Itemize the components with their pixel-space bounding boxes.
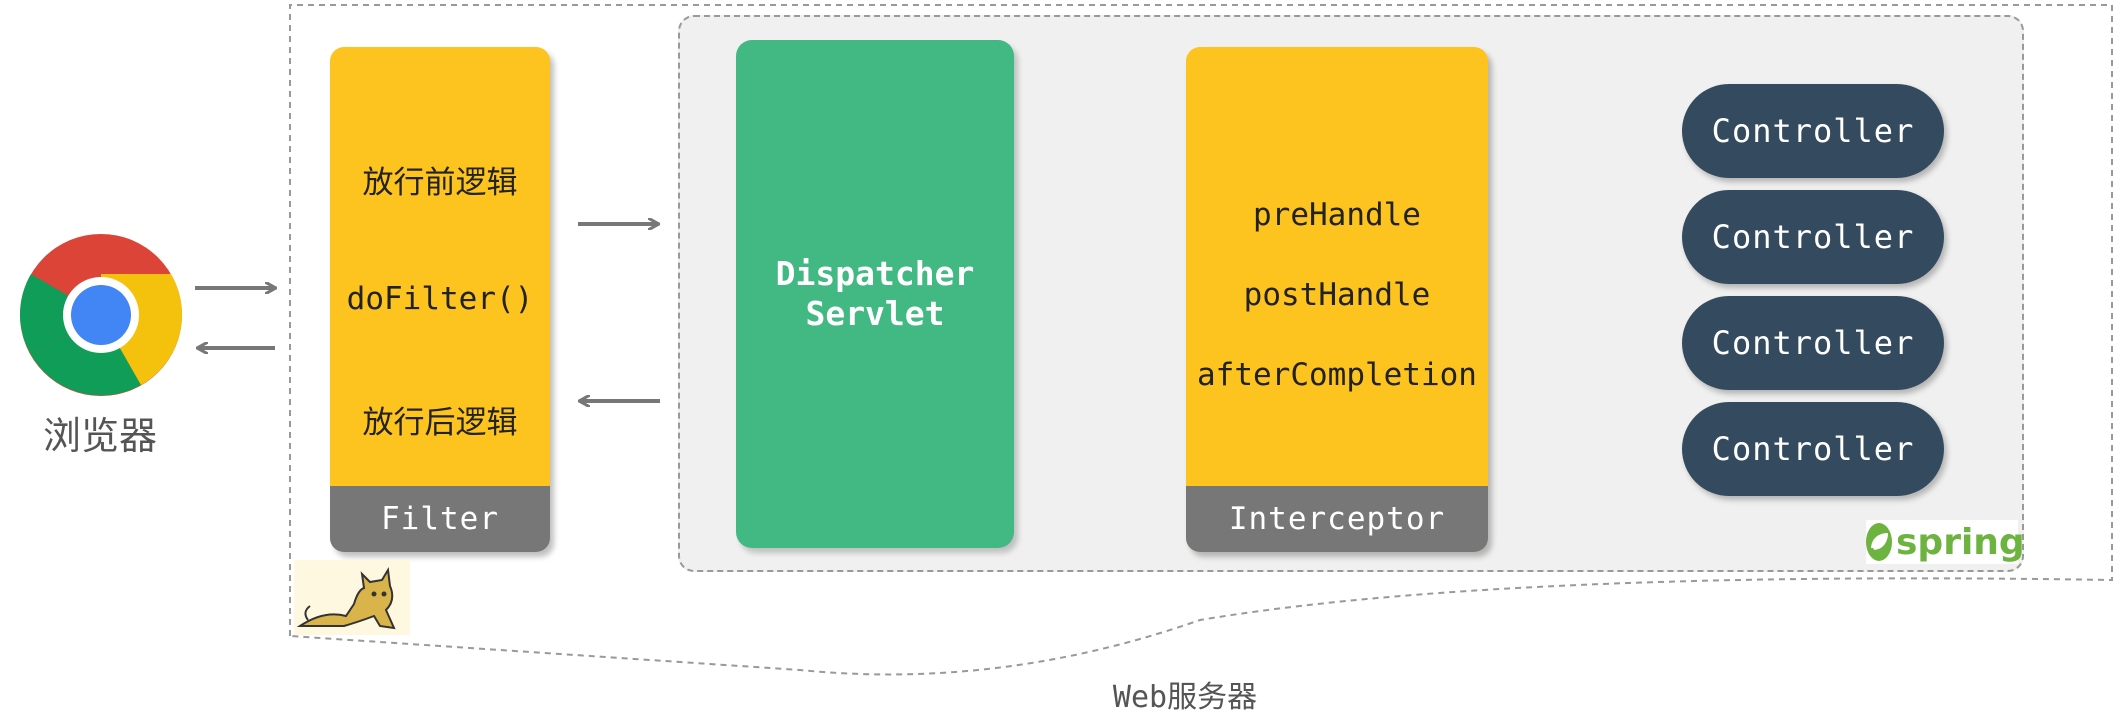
- filter-call-text: doFilter(): [346, 281, 534, 317]
- filter-before-text: 放行前逻辑: [362, 165, 518, 201]
- controller-2: Controller: [1682, 190, 1944, 284]
- interceptor-box: preHandle postHandle afterCompletion Int…: [1186, 47, 1488, 552]
- spring-wordmark: spring: [1896, 521, 2025, 563]
- controller-3: Controller: [1682, 296, 1944, 390]
- browser-label: 浏览器: [42, 414, 157, 458]
- chrome-icon: [19, 234, 183, 396]
- spring-logo: spring: [1866, 520, 2025, 564]
- web-server-boundary: [289, 4, 2113, 676]
- dispatcher-line1: Dispatcher: [775, 254, 975, 293]
- spring-leaf-icon: [1866, 523, 1892, 561]
- dispatcher-servlet-box: Dispatcher Servlet: [736, 40, 1014, 548]
- controller-4: Controller: [1682, 402, 1944, 496]
- filter-footer: Filter: [330, 486, 550, 552]
- tomcat-icon: [294, 560, 410, 635]
- interceptor-footer: Interceptor: [1186, 486, 1488, 552]
- web-server-label: Web服务器: [1112, 680, 1258, 715]
- filter-box: 放行前逻辑 doFilter() 放行后逻辑 Filter: [330, 47, 550, 552]
- filter-after-text: 放行后逻辑: [362, 405, 518, 441]
- interceptor-aftercompletion: afterCompletion: [1197, 357, 1477, 393]
- dispatcher-line2: Servlet: [805, 294, 945, 333]
- interceptor-posthandle: postHandle: [1243, 277, 1431, 313]
- interceptor-prehandle: preHandle: [1253, 197, 1421, 233]
- controller-1: Controller: [1682, 84, 1944, 178]
